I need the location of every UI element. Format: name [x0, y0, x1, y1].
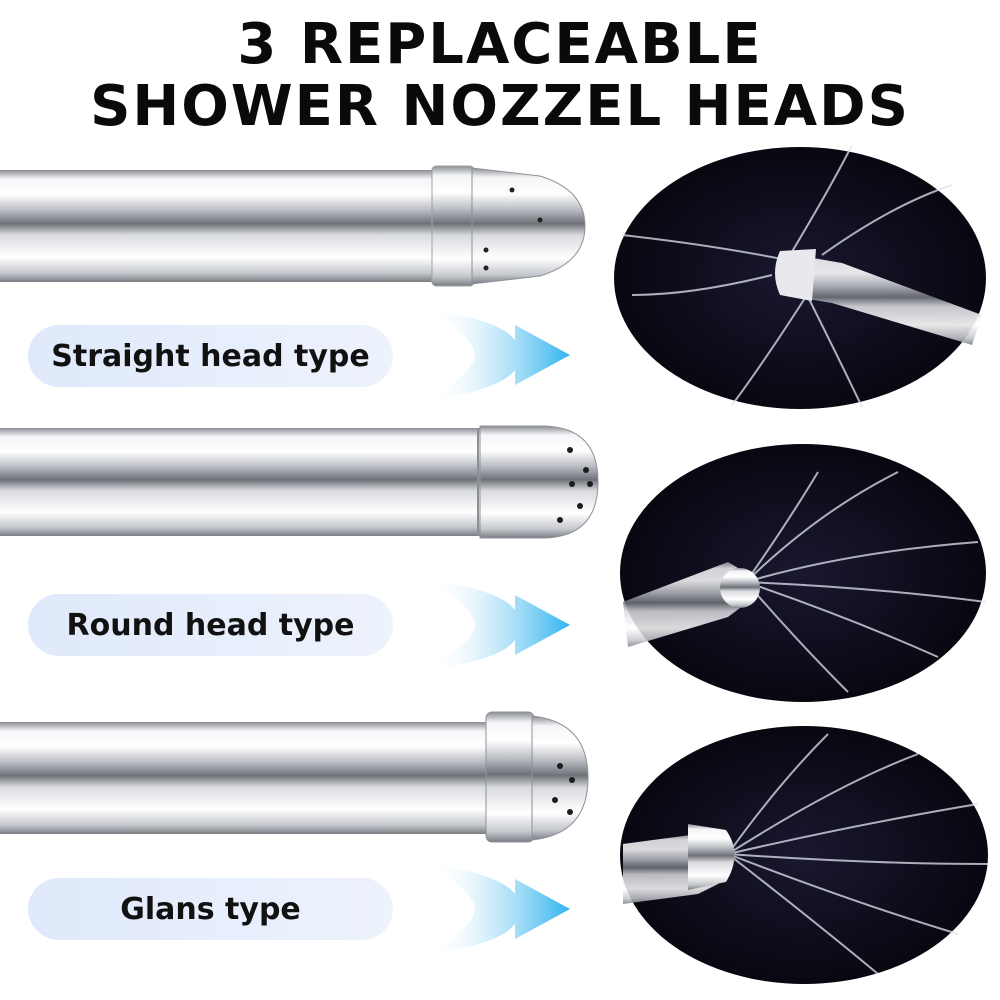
round-head-icon — [479, 425, 599, 539]
arrow-right-icon — [430, 310, 570, 400]
title-line-1: 3 REPLACEABLE — [237, 12, 763, 77]
glans-nozzle-rod — [0, 711, 589, 843]
straight-head-label: Straight head type — [28, 325, 393, 387]
glans-spray-photo — [620, 726, 989, 984]
glans-type-label: Glans type — [28, 878, 393, 940]
straight-spray-photo — [614, 145, 986, 409]
round-spray-photo — [620, 444, 987, 702]
straight-nozzle-rod — [0, 165, 586, 287]
round-nozzle-rod — [0, 425, 599, 539]
page-title: 3 REPLACEABLE SHOWER NOZZEL HEADS — [0, 14, 1000, 138]
title-line-2: SHOWER NOZZEL HEADS — [90, 74, 910, 139]
round-head-label: Round head type — [28, 594, 393, 656]
arrow-right-icon — [430, 864, 570, 954]
cone-head-icon — [471, 167, 586, 285]
dome-head-icon — [485, 711, 589, 843]
arrow-right-icon — [430, 580, 570, 670]
